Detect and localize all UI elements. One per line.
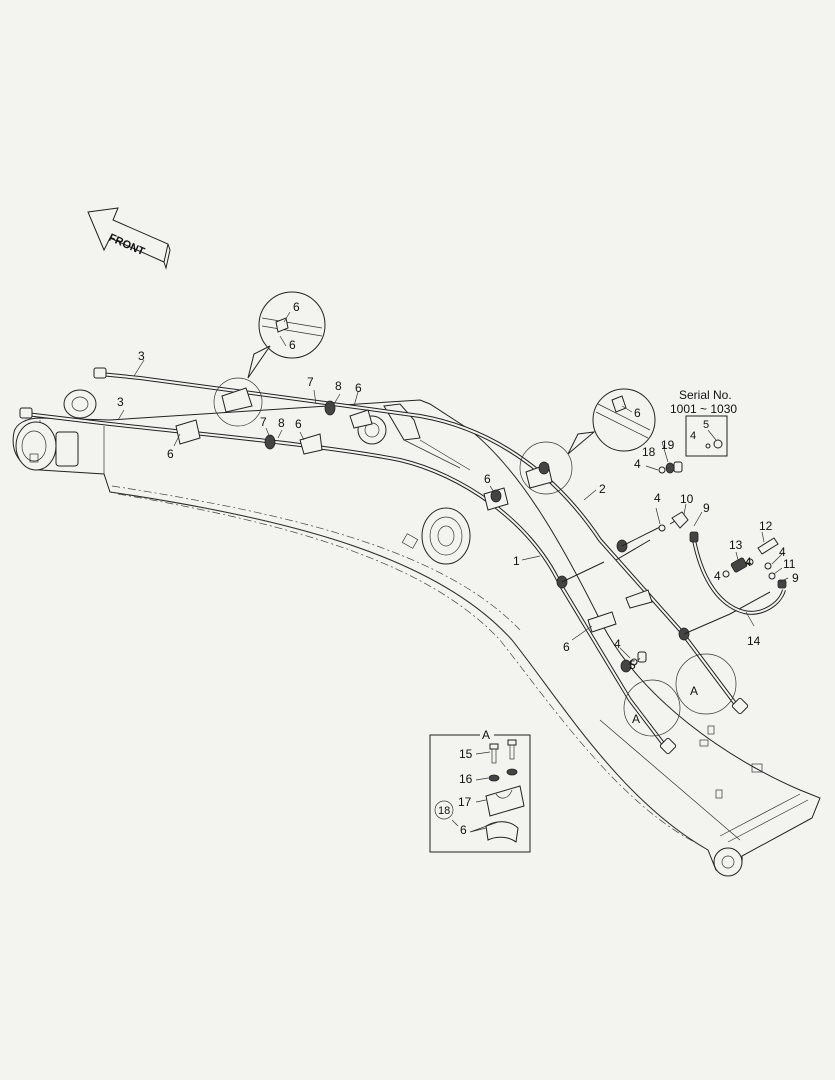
callout-a-left: A: [632, 712, 640, 726]
callout-8-upper: 8: [335, 379, 342, 393]
detail-a-box: A 15 16 17 18 6: [429, 728, 531, 853]
callout-7-upper: 7: [307, 375, 314, 389]
callout-15: 15: [459, 747, 473, 761]
callout-6-center: 6: [484, 472, 491, 486]
serial-title: Serial No.: [679, 388, 732, 402]
callout-11: 11: [783, 557, 796, 571]
leader-lines: [117, 359, 789, 667]
callout-a-right: A: [690, 684, 698, 698]
boom-pipes: [19, 367, 749, 755]
callout-14: 14: [747, 634, 761, 648]
callout-13: 13: [729, 538, 743, 552]
magnified-detail-right: 6: [567, 388, 656, 455]
callout-10: 10: [680, 492, 694, 506]
callout-9-top: 9: [703, 501, 710, 515]
callout-12: 12: [759, 519, 773, 533]
callout-18-circled: 18: [438, 805, 450, 817]
callout-5-serial: 5: [703, 419, 709, 431]
callout-6-bubble-bottom: 6: [289, 338, 296, 352]
callout-6-lower: 6: [295, 417, 302, 431]
serial-range: 1001 ~ 1030: [670, 402, 737, 416]
magnified-detail-left: 6 6: [247, 291, 326, 379]
serial-number-box: Serial No. 1001 ~ 1030 5 4: [670, 388, 737, 457]
callout-9-bottom: 9: [792, 571, 799, 585]
callout-3-upper: 3: [138, 349, 145, 363]
callout-4-top: 4: [634, 457, 641, 471]
callout-6-lower-clamp: 6: [563, 640, 570, 654]
callout-4-hose-b: 4: [779, 545, 786, 559]
callout-16: 16: [459, 772, 473, 786]
callout-6-bubble-top: 6: [293, 300, 300, 314]
boom-body: [12, 389, 821, 877]
callout-19: 19: [661, 438, 675, 452]
callout-5-bottom: 5: [629, 658, 636, 672]
callout-6-left-pipe: 6: [167, 447, 174, 461]
callout-18: 18: [642, 445, 656, 459]
callout-3-lower: 3: [117, 395, 124, 409]
callout-6-upper: 6: [355, 381, 362, 395]
callout-4-serial: 4: [690, 430, 696, 442]
detail-circles: [213, 377, 737, 737]
callout-4-mid: 4: [654, 491, 661, 505]
callout-6-right-bubble: 6: [634, 406, 641, 420]
callout-7-lower: 7: [260, 415, 267, 429]
callout-4-bottom: 4: [614, 637, 621, 651]
callout-4-hose-c: 4: [714, 569, 721, 583]
callout-6-detail: 6: [460, 823, 467, 837]
hose-assembly: [561, 461, 787, 666]
front-direction-arrow: FRONT: [87, 207, 171, 270]
callout-4-hose-a: 4: [745, 555, 752, 569]
detail-a-title: A: [482, 728, 490, 742]
callout-1: 1: [513, 554, 520, 568]
callout-8-lower: 8: [278, 416, 285, 430]
callout-labels: 3 3 6 7 8 6 7 8 6 6 2 1 6 18 19 4 4 10 9…: [117, 349, 799, 726]
callout-2: 2: [599, 482, 606, 496]
callout-17: 17: [458, 795, 472, 809]
